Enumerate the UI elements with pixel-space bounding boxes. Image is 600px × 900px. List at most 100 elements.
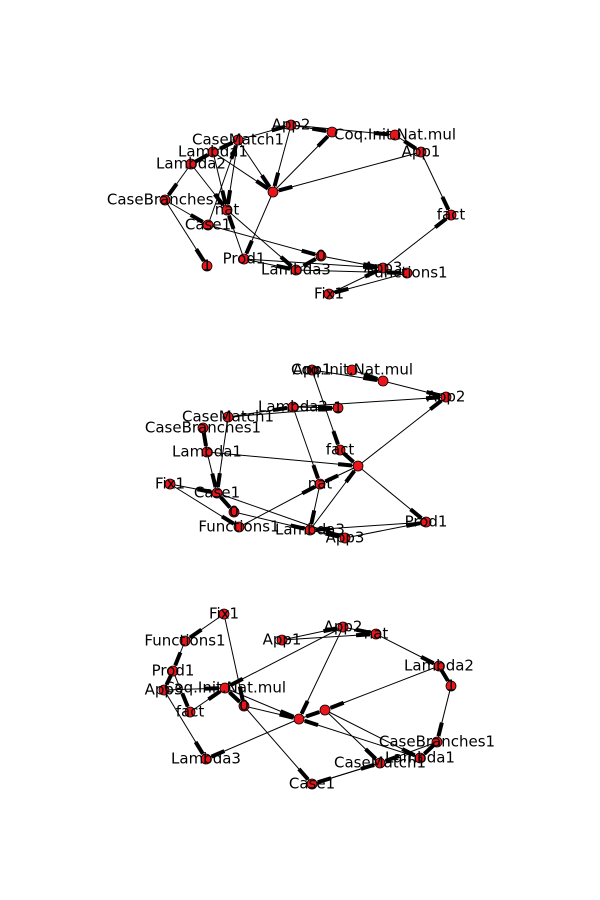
edge-arrowhead <box>194 248 206 263</box>
node-x <box>326 126 338 138</box>
node-label: fact <box>176 703 205 721</box>
node-label: Prod1 <box>223 250 266 268</box>
edge-arrowhead <box>315 526 331 532</box>
edge-arrowhead <box>316 134 330 148</box>
edge-arrowhead <box>207 689 222 701</box>
node-label: 1 <box>333 399 343 417</box>
node-label: Functions1 <box>144 632 225 650</box>
node-CaseBranches1 <box>197 422 209 434</box>
node-fact <box>184 706 196 718</box>
edge-arrowhead <box>329 700 345 710</box>
node-label: Case1 <box>185 216 231 234</box>
node-label: Lambda3 <box>261 261 331 279</box>
edge-arrowhead <box>438 667 450 682</box>
edge-arrowhead <box>219 495 232 509</box>
edge-arrowhead <box>305 710 320 719</box>
edge-arrowhead <box>334 286 349 295</box>
edge-arrowhead <box>363 372 379 381</box>
node-App1 <box>306 364 318 376</box>
edge-arrowhead <box>227 215 236 230</box>
node-one <box>445 680 457 692</box>
node-Coq.Init.Nat.mul <box>346 364 358 376</box>
edge-arrowhead <box>229 144 238 160</box>
node-label: nat <box>364 625 389 643</box>
edge-arrowhead <box>244 239 254 255</box>
edge-arrowhead <box>364 268 379 279</box>
edge-arrowhead <box>213 193 225 207</box>
node-label: Prod1 <box>152 662 195 680</box>
edge-arrowhead <box>436 722 444 737</box>
edge-App1-S <box>272 151 422 193</box>
edge-arrowhead <box>323 626 338 634</box>
node-label: Functions1 <box>198 518 279 536</box>
edge-arrowhead <box>384 754 400 763</box>
edge-arrowhead <box>324 473 339 484</box>
node-label: Prod1 <box>405 513 448 531</box>
node-CaseMatch1 <box>222 411 234 423</box>
edge-arrowhead <box>201 431 208 447</box>
node-label: CaseBranches1 <box>145 419 261 437</box>
edge-arrowhead <box>228 690 242 704</box>
node-Fix1 <box>323 288 335 300</box>
edge-Case1-App3 <box>216 492 346 539</box>
node-label: Coq.Init.Nat.mul <box>291 361 413 379</box>
edge-arrowhead <box>299 700 310 715</box>
node-S <box>352 460 364 472</box>
edge-arrowhead <box>210 473 218 488</box>
node-label: nat <box>215 201 240 219</box>
edge-arrowhead <box>278 184 293 193</box>
edge-arrowhead <box>255 179 270 191</box>
edge-arrowhead <box>325 529 341 538</box>
edge-arrowhead <box>215 472 222 488</box>
node-CaseMatch1 <box>374 757 386 769</box>
edge-arrowhead <box>403 139 418 151</box>
edge-arrowhead <box>225 189 233 205</box>
edge-arrowhead <box>229 677 244 688</box>
graph-top: App2Coq.Init.Nat.mulCaseMatch1Lambda1Lam… <box>107 116 466 303</box>
edge-arrowhead <box>317 406 333 412</box>
node-Case1 <box>306 778 318 790</box>
node-CaseBranches1 <box>431 736 443 748</box>
node-label: Lambda2 <box>258 398 328 416</box>
node-Lambda2 <box>433 660 445 672</box>
edge-arrowhead <box>260 174 272 189</box>
node-App2 <box>285 119 297 131</box>
edge-arrowhead <box>302 257 317 268</box>
edge-arrowhead <box>426 390 441 398</box>
node-Lambda3 <box>304 524 316 536</box>
edge-arrowhead <box>166 182 179 197</box>
node-CaseMatch1 <box>232 134 244 146</box>
node-label: App1 <box>402 143 441 161</box>
edge-arrowhead <box>304 718 319 728</box>
node-Functions1 <box>401 267 413 279</box>
edge-arrowhead <box>301 485 316 496</box>
edge-arrowhead <box>301 248 316 257</box>
node-Lambda3 <box>290 264 302 276</box>
node-Case1 <box>211 487 223 499</box>
node-App3 <box>339 532 351 544</box>
node-Lambda3 <box>200 753 212 765</box>
node-label: Lambda2 <box>404 657 474 675</box>
edge-arrowhead <box>290 523 305 531</box>
node-App2 <box>440 391 452 403</box>
edge-arrowhead <box>272 172 281 187</box>
node-label: Lambda3 <box>275 521 345 539</box>
node-Fix1 <box>164 478 176 490</box>
edge-arrowhead <box>180 692 190 708</box>
edge-arrowhead <box>422 742 436 756</box>
node-label: App1 <box>293 361 332 379</box>
node-Functions1 <box>179 635 191 647</box>
node-zero <box>315 250 327 262</box>
node-label: 0 <box>229 503 239 521</box>
node-label: Lambda1 <box>172 443 242 461</box>
edge-arrowhead <box>210 749 226 759</box>
node-Case1 <box>202 219 214 231</box>
edge-arrowhead <box>297 767 310 781</box>
node-label: 0 <box>239 697 249 715</box>
node-App3 <box>377 262 389 274</box>
edge-arrowhead <box>356 627 371 635</box>
edge-Lambda2-App2 <box>292 396 447 408</box>
edge-arrowhead <box>237 686 245 701</box>
